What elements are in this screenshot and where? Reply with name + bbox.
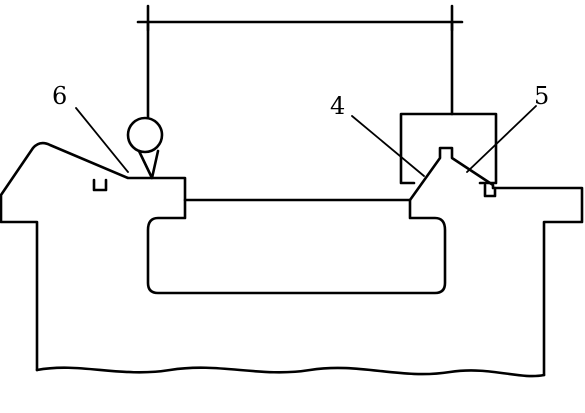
dial-probe-tip <box>137 149 160 180</box>
bed-outline <box>0 141 584 377</box>
dial-indicator <box>126 116 164 180</box>
callout-label-4: 4 <box>330 92 345 120</box>
bed-break-line <box>35 366 546 378</box>
leader-line-4 <box>351 115 425 177</box>
measuring-bridge <box>136 4 464 120</box>
v-block-body <box>399 112 498 185</box>
leader-line-6 <box>75 107 129 173</box>
callout-label-5: 5 <box>534 82 549 110</box>
callout-label-6: 6 <box>52 82 67 110</box>
right-way-notch <box>483 183 497 198</box>
leader-line-5 <box>466 105 537 173</box>
v-block <box>399 112 498 185</box>
machine-bed <box>0 141 584 378</box>
left-way-notch <box>92 178 108 192</box>
dial-gauge-circle <box>126 116 164 154</box>
